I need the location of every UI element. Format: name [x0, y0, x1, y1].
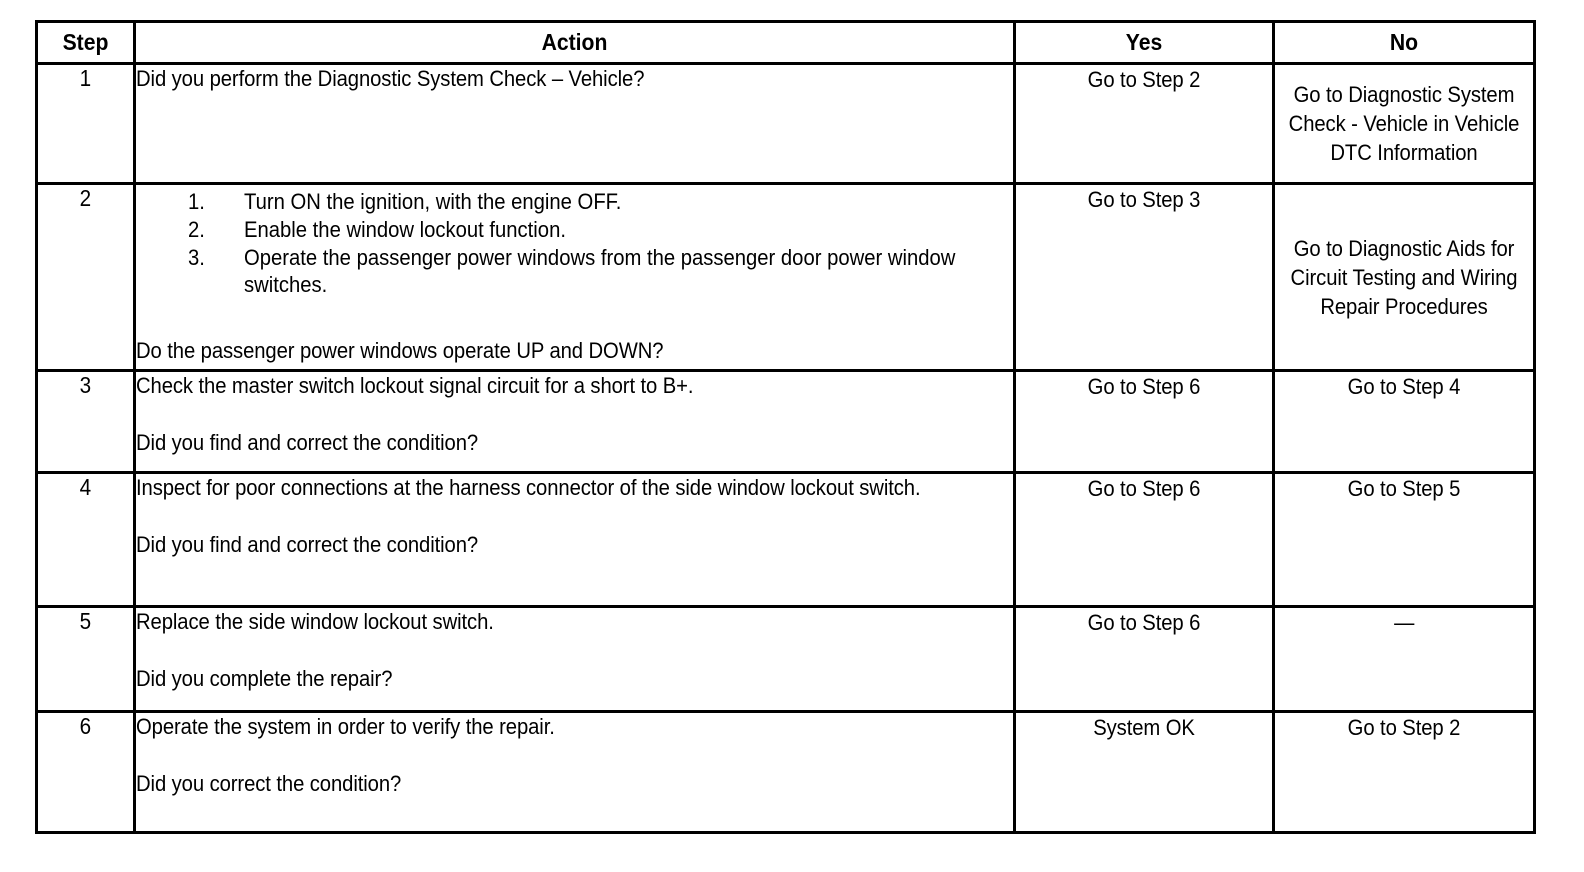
step-number: 1 — [79, 65, 92, 91]
step-number: 4 — [79, 474, 92, 500]
step-number-cell: 1 — [35, 62, 136, 185]
action-question-text: Did you correct the condition? — [136, 771, 402, 796]
substep-text: Operate the passenger power windows from… — [244, 245, 956, 297]
no-value: Go to Step 2 — [1347, 715, 1461, 740]
column-header-action: Action — [133, 20, 1016, 65]
diagnostic-table: Step Action Yes No 1 Did you perform the… — [35, 20, 1536, 834]
list-item: 1. Turn ON the ignition, with the engine … — [136, 188, 1013, 215]
step-number-cell: 2 — [35, 182, 136, 372]
column-header-yes-label: Yes — [1125, 29, 1163, 55]
action-question-text: Did you find and correct the condition? — [136, 430, 479, 455]
action-question-text: Did you find and correct the condition? — [136, 532, 479, 557]
action-cell: 1. Turn ON the ignition, with the engine … — [133, 182, 1016, 372]
spacer — [136, 740, 1013, 770]
no-value: Go to Diagnostic System Check - Vehicle … — [1288, 82, 1525, 165]
step-number-cell: 4 — [35, 471, 136, 608]
action-cell: Inspect for poor connections at the harn… — [133, 471, 1016, 608]
yes-cell: Go to Step 6 — [1013, 471, 1275, 608]
action-cell: Replace the side window lockout switch. … — [133, 605, 1016, 713]
table-row: 6 Operate the system in order to verify … — [35, 710, 1536, 834]
table-header: Step Action Yes No — [35, 20, 1536, 65]
action-lead-text: Check the master switch lockout signal c… — [136, 373, 694, 398]
no-cell: Go to Step 2 — [1272, 710, 1536, 834]
column-header-action-label: Action — [541, 29, 608, 55]
action-question-text: Did you complete the repair? — [136, 666, 393, 691]
yes-cell: Go to Step 6 — [1013, 369, 1275, 474]
yes-value: Go to Step 6 — [1087, 610, 1201, 635]
column-header-no-label: No — [1389, 29, 1419, 55]
action-cell: Check the master switch lockout signal c… — [133, 369, 1016, 474]
no-value: Go to Diagnostic Aids for Circuit Testin… — [1290, 235, 1523, 319]
substep-number: 3. — [188, 245, 205, 270]
table-row: 2 1. Turn ON the ignition, with the engin… — [35, 182, 1536, 372]
no-cell: Go to Diagnostic Aids for Circuit Testin… — [1272, 182, 1536, 372]
action-cell: Operate the system in order to verify th… — [133, 710, 1016, 834]
step-number: 6 — [79, 713, 92, 739]
yes-cell: Go to Step 6 — [1013, 605, 1275, 713]
column-header-step: Step — [35, 20, 136, 65]
action-cell: Did you perform the Diagnostic System Ch… — [133, 62, 1016, 185]
no-cell: — — [1272, 605, 1536, 713]
no-cell: Go to Step 4 — [1272, 369, 1536, 474]
yes-cell: Go to Step 2 — [1013, 62, 1275, 185]
step-number-cell: 5 — [35, 605, 136, 713]
yes-value: Go to Step 6 — [1087, 374, 1201, 399]
list-item: 3. Operate the passenger power windows fr… — [136, 244, 1013, 298]
spacer — [136, 501, 1013, 531]
table-row: 3 Check the master switch lockout signal… — [35, 369, 1536, 474]
list-item: 2. Enable the window lockout function. — [136, 216, 1013, 243]
yes-value: Go to Step 6 — [1087, 476, 1201, 501]
substep-text: Enable the window lockout function. — [244, 217, 566, 242]
yes-cell: System OK — [1013, 710, 1275, 834]
no-cell: Go to Step 5 — [1272, 471, 1536, 608]
substep-number: 1. — [188, 189, 205, 214]
table-body: 1 Did you perform the Diagnostic System … — [35, 62, 1536, 834]
table-row: 4 Inspect for poor connections at the ha… — [35, 471, 1536, 608]
step-number: 5 — [79, 608, 92, 634]
header-row: Step Action Yes No — [35, 20, 1536, 65]
action-substep-list: 1. Turn ON the ignition, with the engine … — [136, 188, 1013, 298]
table-row: 5 Replace the side window lockout switch… — [35, 605, 1536, 713]
action-lead-text: Replace the side window lockout switch. — [136, 609, 494, 634]
yes-cell: Go to Step 3 — [1013, 182, 1275, 372]
step-number-cell: 6 — [35, 710, 136, 834]
substep-text: Turn ON the ignition, with the engine OF… — [244, 189, 622, 214]
step-number: 2 — [79, 185, 92, 211]
spacer — [136, 635, 1013, 665]
no-value: — — [1393, 610, 1415, 635]
no-value: Go to Step 4 — [1347, 374, 1461, 399]
substep-number: 2. — [188, 217, 205, 242]
step-number: 3 — [79, 372, 92, 398]
step-number-cell: 3 — [35, 369, 136, 474]
yes-value: Go to Step 2 — [1087, 67, 1201, 92]
no-cell: Go to Diagnostic System Check - Vehicle … — [1272, 62, 1536, 185]
yes-value: Go to Step 3 — [1087, 187, 1201, 212]
column-header-yes: Yes — [1013, 20, 1275, 65]
spacer — [136, 399, 1013, 429]
no-value: Go to Step 5 — [1347, 476, 1461, 501]
action-lead-text: Inspect for poor connections at the harn… — [136, 475, 921, 500]
yes-value: System OK — [1093, 715, 1195, 740]
action-lead-text: Did you perform the Diagnostic System Ch… — [136, 66, 645, 91]
spacer — [136, 299, 1013, 337]
column-header-no: No — [1272, 20, 1536, 65]
column-header-step-label: Step — [62, 29, 109, 55]
action-lead-text: Operate the system in order to verify th… — [136, 714, 555, 739]
table-row: 1 Did you perform the Diagnostic System … — [35, 62, 1536, 185]
action-question-text: Do the passenger power windows operate U… — [136, 338, 664, 363]
